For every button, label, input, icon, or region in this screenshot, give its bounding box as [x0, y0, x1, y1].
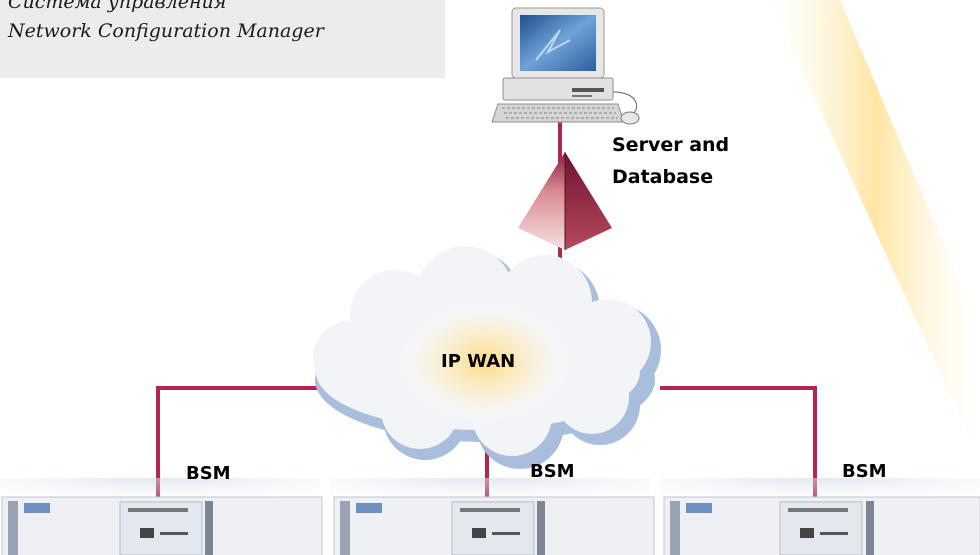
title-line-1: Система управления [8, 0, 227, 13]
bsm-left-label: BSM [186, 463, 231, 484]
rack-equipment-right [660, 478, 980, 555]
server-label-line-2: Database [612, 166, 714, 188]
title-block: Система управления Network Configuration… [0, 0, 445, 78]
wan-label: IP WAN [441, 351, 516, 372]
bsm-center-label: BSM [530, 461, 575, 482]
wan-to-bsm-right-link [660, 386, 817, 500]
rack-equipment-center [330, 478, 655, 555]
bsm-right-label: BSM [842, 461, 887, 482]
title-line-2: Network Configuration Manager [8, 20, 324, 42]
server-label-line-1: Server and [612, 134, 730, 156]
cloud-icon [313, 246, 661, 469]
rack-equipment-left [0, 478, 323, 555]
pyramid-database-icon [518, 152, 612, 250]
background-stripe [770, 0, 980, 460]
desktop-computer-icon [491, 7, 640, 125]
wan-to-bsm-left-link [156, 386, 320, 500]
